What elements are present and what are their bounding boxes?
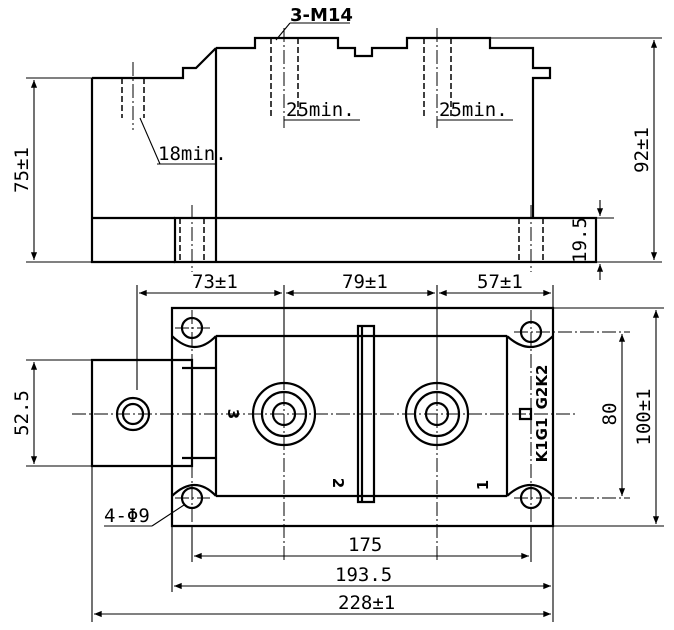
top-view: 73±1 79±1 57±1 xyxy=(11,271,664,622)
pitch-right-dim: 57±1 xyxy=(477,271,523,293)
thread-depth-right: 25min. xyxy=(439,99,508,121)
left-tab-outline xyxy=(90,358,194,468)
side-center-lines xyxy=(132,28,532,272)
center-bar xyxy=(356,324,376,504)
terminal-1-label: 1 xyxy=(474,480,492,490)
corner-lobes xyxy=(171,335,554,497)
side-hidden-holes xyxy=(121,38,544,262)
thread-depth-left: 25min. xyxy=(286,99,355,121)
terminal-2-label: 2 xyxy=(329,478,347,488)
height-total-dim: 92±1 xyxy=(631,127,653,173)
k1g1-label: K1G1 xyxy=(533,418,551,463)
overall-length-dim: 228±1 xyxy=(338,592,395,614)
side-left-shoulder xyxy=(92,47,217,80)
side-base xyxy=(173,216,598,264)
hole-spacing-h-dim: 175 xyxy=(348,534,382,556)
tab-depth: 18min. xyxy=(158,143,227,165)
side-view: 3-M14 25min. 25min. 18min. 75±1 92±1 19.… xyxy=(11,5,662,280)
pitch-mid-dim: 79±1 xyxy=(342,271,388,293)
pitch-left-dim: 73±1 xyxy=(192,271,238,293)
mount-holes-callout: 4-Φ9 xyxy=(104,505,150,527)
terminal-3-label: 3 xyxy=(224,409,242,419)
tab-neck xyxy=(182,366,216,460)
gate-connector xyxy=(518,407,533,421)
thread-callout: 3-M14 xyxy=(290,5,353,26)
width-total-dim: 100±1 xyxy=(633,388,655,445)
mount-holes xyxy=(175,310,630,560)
hole-spacing-v-dim: 80 xyxy=(599,403,621,426)
base-height-dim: 19.5 xyxy=(569,217,591,263)
height-left-dim: 75±1 xyxy=(11,147,33,193)
base-length-dim: 193.5 xyxy=(335,564,392,586)
side-housing-outline xyxy=(214,36,552,262)
g2k2-label: G2K2 xyxy=(533,365,551,410)
tab-width-dim: 52.5 xyxy=(11,390,33,436)
side-tab-block xyxy=(90,78,175,264)
